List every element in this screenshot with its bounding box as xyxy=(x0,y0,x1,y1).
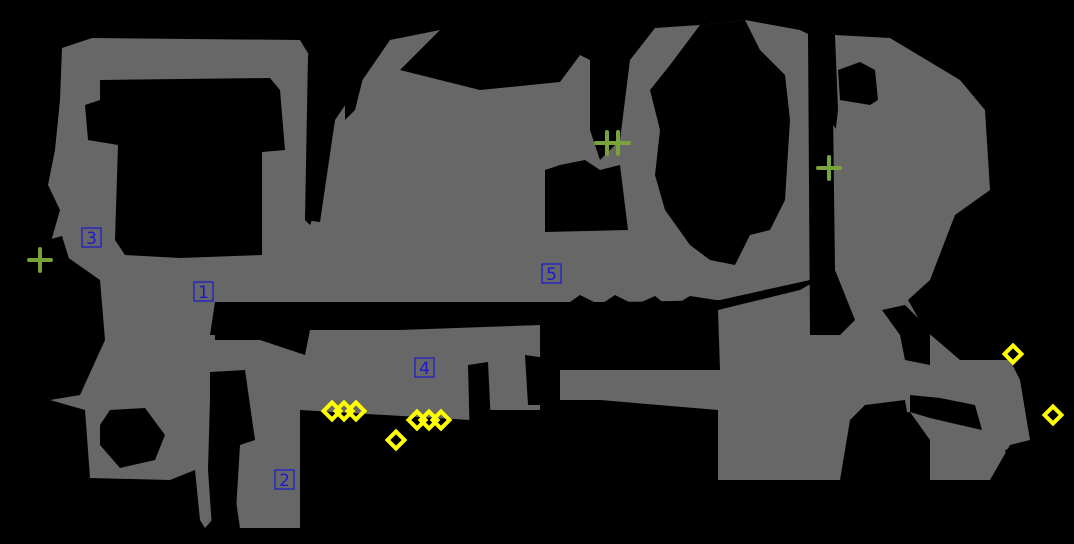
void-diagonal-pillar xyxy=(305,48,335,225)
svg-text:2: 2 xyxy=(279,471,290,491)
diamond-marker-icon[interactable] xyxy=(405,408,429,432)
diamond-marker-icon[interactable] xyxy=(429,408,453,432)
area-label-1[interactable]: 1 xyxy=(193,281,214,303)
void-arc-gap xyxy=(345,45,365,120)
diamond-marker-icon[interactable] xyxy=(417,408,441,432)
void-left-edge-notch xyxy=(48,236,70,270)
diamond-marker-icon[interactable] xyxy=(384,428,408,452)
void-center-divider xyxy=(215,302,540,355)
void-center-cavern xyxy=(650,20,790,265)
svg-text:1: 1 xyxy=(198,283,209,303)
diamond-markers xyxy=(320,342,1065,452)
plus-marker-icon[interactable] xyxy=(27,247,53,273)
void-mid-corridor-block xyxy=(560,295,716,368)
void-lower-left-column xyxy=(208,370,255,528)
void-lower-left-hex xyxy=(100,408,165,468)
svg-text:5: 5 xyxy=(546,265,557,285)
void-upper-right-notch xyxy=(838,62,878,105)
area-label-2[interactable]: 2 xyxy=(274,469,295,491)
area-label-4[interactable]: 4 xyxy=(414,357,435,379)
void-lower-right-gap xyxy=(910,395,982,430)
void-right-ledge xyxy=(882,305,930,365)
void-upper-left-room xyxy=(85,78,285,258)
floor-right-wing xyxy=(560,35,1030,480)
svg-text:4: 4 xyxy=(419,359,430,379)
plus-markers xyxy=(27,130,842,273)
diamond-marker-icon[interactable] xyxy=(344,399,368,423)
diamond-marker-icon[interactable] xyxy=(320,399,344,423)
area-label-5[interactable]: 5 xyxy=(541,263,562,285)
void-right-edge-notch xyxy=(1005,438,1040,470)
plus-marker-icon[interactable] xyxy=(605,130,631,156)
void-lower-center-shaft xyxy=(468,362,492,445)
area-label-3[interactable]: 3 xyxy=(81,227,102,249)
plus-marker-icon[interactable] xyxy=(816,155,842,181)
diamond-marker-icon[interactable] xyxy=(1041,403,1065,427)
void-lower-right-room xyxy=(845,412,930,480)
svg-text:3: 3 xyxy=(86,229,97,249)
void-right-pillar xyxy=(808,28,855,335)
diamond-marker-icon[interactable] xyxy=(332,399,356,423)
area-labels: 1 2 3 4 5 xyxy=(81,227,562,491)
void-lower-center-shaft-2 xyxy=(525,355,560,405)
cave-walls xyxy=(48,20,1040,528)
diamond-marker-icon[interactable] xyxy=(1001,342,1025,366)
void-upper-center-block xyxy=(545,160,628,232)
